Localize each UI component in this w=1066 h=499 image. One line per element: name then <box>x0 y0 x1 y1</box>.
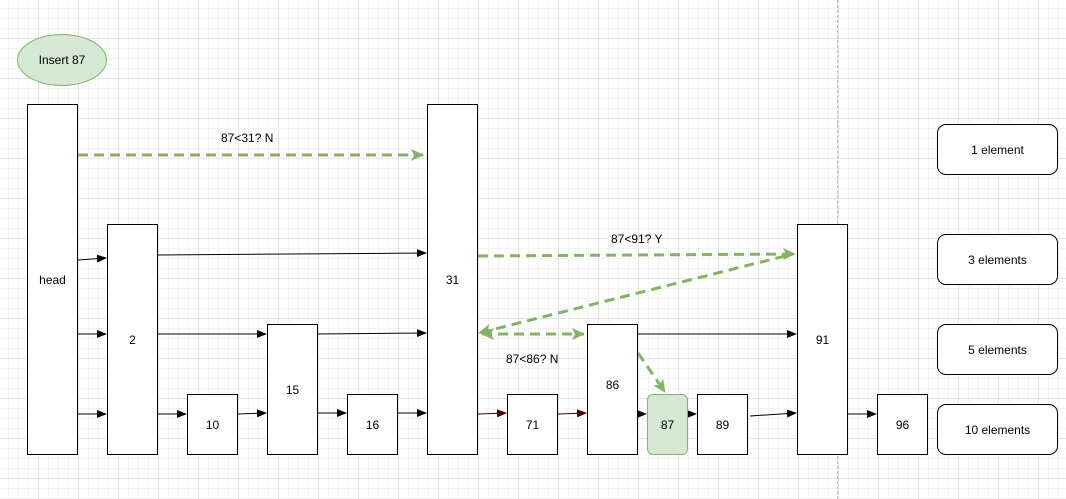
link-89-91-l1 <box>749 409 797 418</box>
link-31-71-l1 <box>477 409 507 418</box>
search-path-31-91 <box>477 248 796 261</box>
node-91: 91 <box>797 224 848 455</box>
comparison-label-31: 87<31? N <box>221 131 274 145</box>
link-71-86-l1 <box>557 409 587 418</box>
node-87-label: 87 <box>660 417 675 432</box>
node-96-label: 96 <box>895 417 910 432</box>
node-2-label: 2 <box>129 332 136 347</box>
node-86-label: 86 <box>605 377 620 392</box>
insert-operation-label: Insert 87 <box>38 53 86 67</box>
comparison-label-86: 87<86? N <box>506 352 559 366</box>
legend-level-2-label: 5 elements <box>968 342 1027 357</box>
node-71-label: 71 <box>525 417 540 432</box>
search-path-86-87 <box>636 352 667 393</box>
node-31: 31 <box>427 104 478 455</box>
legend-level-4: 1 element <box>937 124 1058 175</box>
link-2-31-l3 <box>157 249 427 258</box>
legend-level-3: 3 elements <box>937 234 1058 285</box>
node-16-label: 16 <box>365 417 380 432</box>
node-86: 86 <box>587 324 638 455</box>
legend-level-4-label: 1 element <box>971 142 1024 157</box>
legend-level-2: 5 elements <box>937 324 1058 375</box>
node-89-label: 89 <box>715 417 730 432</box>
node-10: 10 <box>187 394 238 455</box>
link-head-2-l3 <box>77 254 107 263</box>
node-89: 89 <box>697 394 748 455</box>
node-31-label: 31 <box>445 272 460 287</box>
node-87-inserted: 87 <box>647 394 688 455</box>
node-head-label: head <box>39 272 66 287</box>
link-15-31-l2 <box>317 329 427 338</box>
node-96: 96 <box>877 394 928 455</box>
insert-operation-ellipse: Insert 87 <box>17 34 107 86</box>
node-15: 15 <box>267 324 318 455</box>
node-16: 16 <box>347 394 398 455</box>
legend-level-3-label: 3 elements <box>968 252 1027 267</box>
node-91-label: 91 <box>815 332 830 347</box>
node-10-label: 10 <box>205 417 220 432</box>
comparison-label-91: 87<91? Y <box>611 232 663 246</box>
node-15-label: 15 <box>285 382 300 397</box>
legend-level-1-label: 10 elements <box>964 422 1031 437</box>
legend-level-1: 10 elements <box>937 404 1058 455</box>
search-path-91-back <box>478 254 786 336</box>
link-10-15-l1 <box>237 409 267 418</box>
node-head: head <box>27 104 78 455</box>
node-71: 71 <box>507 394 558 455</box>
node-2: 2 <box>107 224 158 455</box>
